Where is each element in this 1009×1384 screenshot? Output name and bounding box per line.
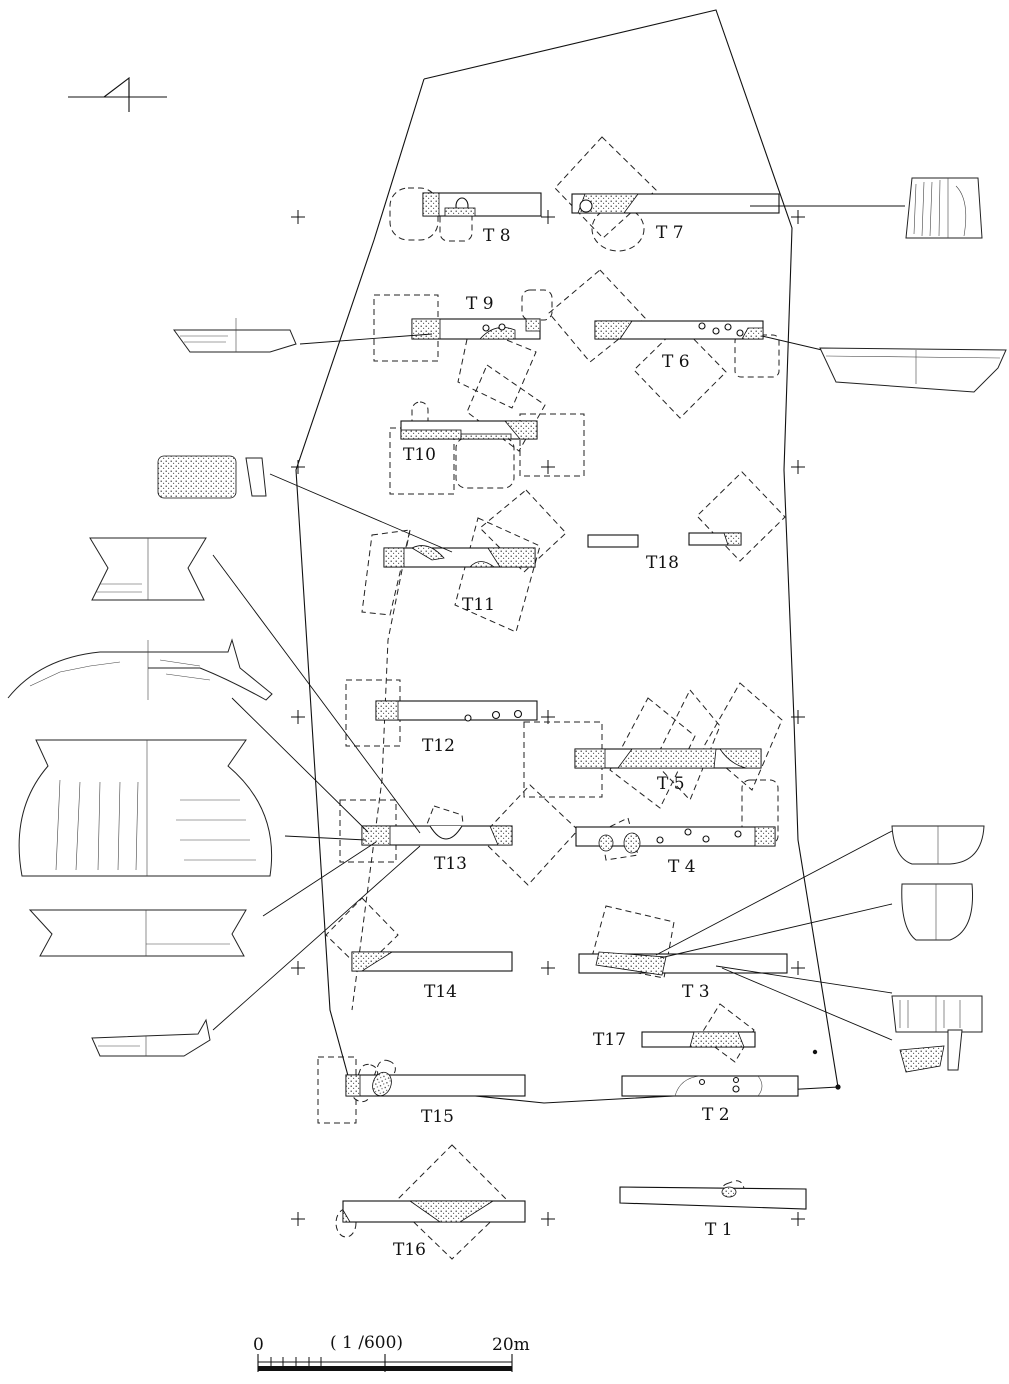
pottery-bowl-t6 [819, 347, 1007, 393]
trench-t8 [422, 192, 542, 217]
trench-label-t9: T 9 [466, 294, 494, 314]
trench-label-t4: T 4 [668, 857, 696, 877]
trench-t6 [594, 320, 764, 340]
scale-start-label: 0 [253, 1335, 264, 1355]
boundary-marker [812, 1049, 818, 1055]
north-arrow-icon [68, 76, 167, 112]
trench-label-t12: T12 [422, 736, 455, 756]
trench-label-t8: T 8 [483, 226, 511, 246]
trench-t14 [351, 951, 513, 972]
scale-bar: 0 ( 1 /600) 20m [253, 1333, 530, 1372]
scale-end-label: 20m [492, 1335, 530, 1355]
pottery-base-t13 [91, 1018, 211, 1057]
trench-t5 [574, 748, 762, 769]
trench-label-t16: T16 [393, 1240, 426, 1260]
pottery-sherd-t7 [905, 177, 983, 239]
trench-label-t13: T13 [434, 854, 467, 874]
trench-t12 [375, 700, 538, 722]
trench-t17 [641, 1031, 756, 1048]
trench-label-t7: T 7 [656, 223, 684, 243]
scale-ratio-label: ( 1 /600) [330, 1333, 403, 1353]
trench-label-t6: T 6 [662, 352, 690, 372]
trench-t7 [571, 193, 780, 214]
pottery-base-t3 [891, 995, 983, 1033]
trench-t9 [411, 318, 541, 340]
trench-label-t2: T 2 [702, 1105, 730, 1125]
pottery-jar-shoulder [7, 638, 273, 701]
pottery-wide-bowl [28, 909, 247, 957]
trench-t18 [587, 532, 742, 548]
trench-label-t15: T15 [421, 1107, 454, 1127]
trench-label-t14: T14 [424, 982, 457, 1002]
grid-crosses [291, 210, 805, 1226]
trench-t4 [575, 826, 776, 854]
trench-t16 [342, 1200, 526, 1223]
trench-label-t1: T 1 [705, 1220, 733, 1240]
site-boundary [295, 9, 839, 1104]
leader-lines [212, 205, 905, 1041]
trench-t13 [361, 825, 513, 846]
pottery-cup-t3-b [901, 883, 974, 941]
pottery-sherd-t11 [157, 455, 267, 499]
trench-t10 [400, 420, 538, 440]
trench-labels: T 8 T 7 T 9 T 6 T10 T11 T18 T12 T 5 T13 … [393, 223, 733, 1260]
trench-t15 [345, 1071, 526, 1097]
pottery-fragment-t3 [899, 1029, 963, 1073]
pottery-large-jar [18, 739, 273, 877]
pottery-cup-t3-a [891, 825, 985, 865]
trench-t11 [383, 545, 536, 568]
boundary-marker [835, 1084, 841, 1090]
trench-label-t18: T18 [646, 553, 679, 573]
trench-label-t17: T17 [593, 1030, 626, 1050]
pottery-base-t9 [173, 318, 297, 353]
trench-label-t5: T 5 [657, 774, 685, 794]
trench-label-t3: T 3 [682, 982, 710, 1002]
pottery-jar-neck [89, 537, 207, 601]
trench-t1 [619, 1186, 807, 1210]
trench-label-t10: T10 [403, 445, 436, 465]
trench-label-t11: T11 [462, 595, 495, 615]
trench-t3 [578, 951, 788, 976]
trench-t2 [621, 1075, 799, 1097]
